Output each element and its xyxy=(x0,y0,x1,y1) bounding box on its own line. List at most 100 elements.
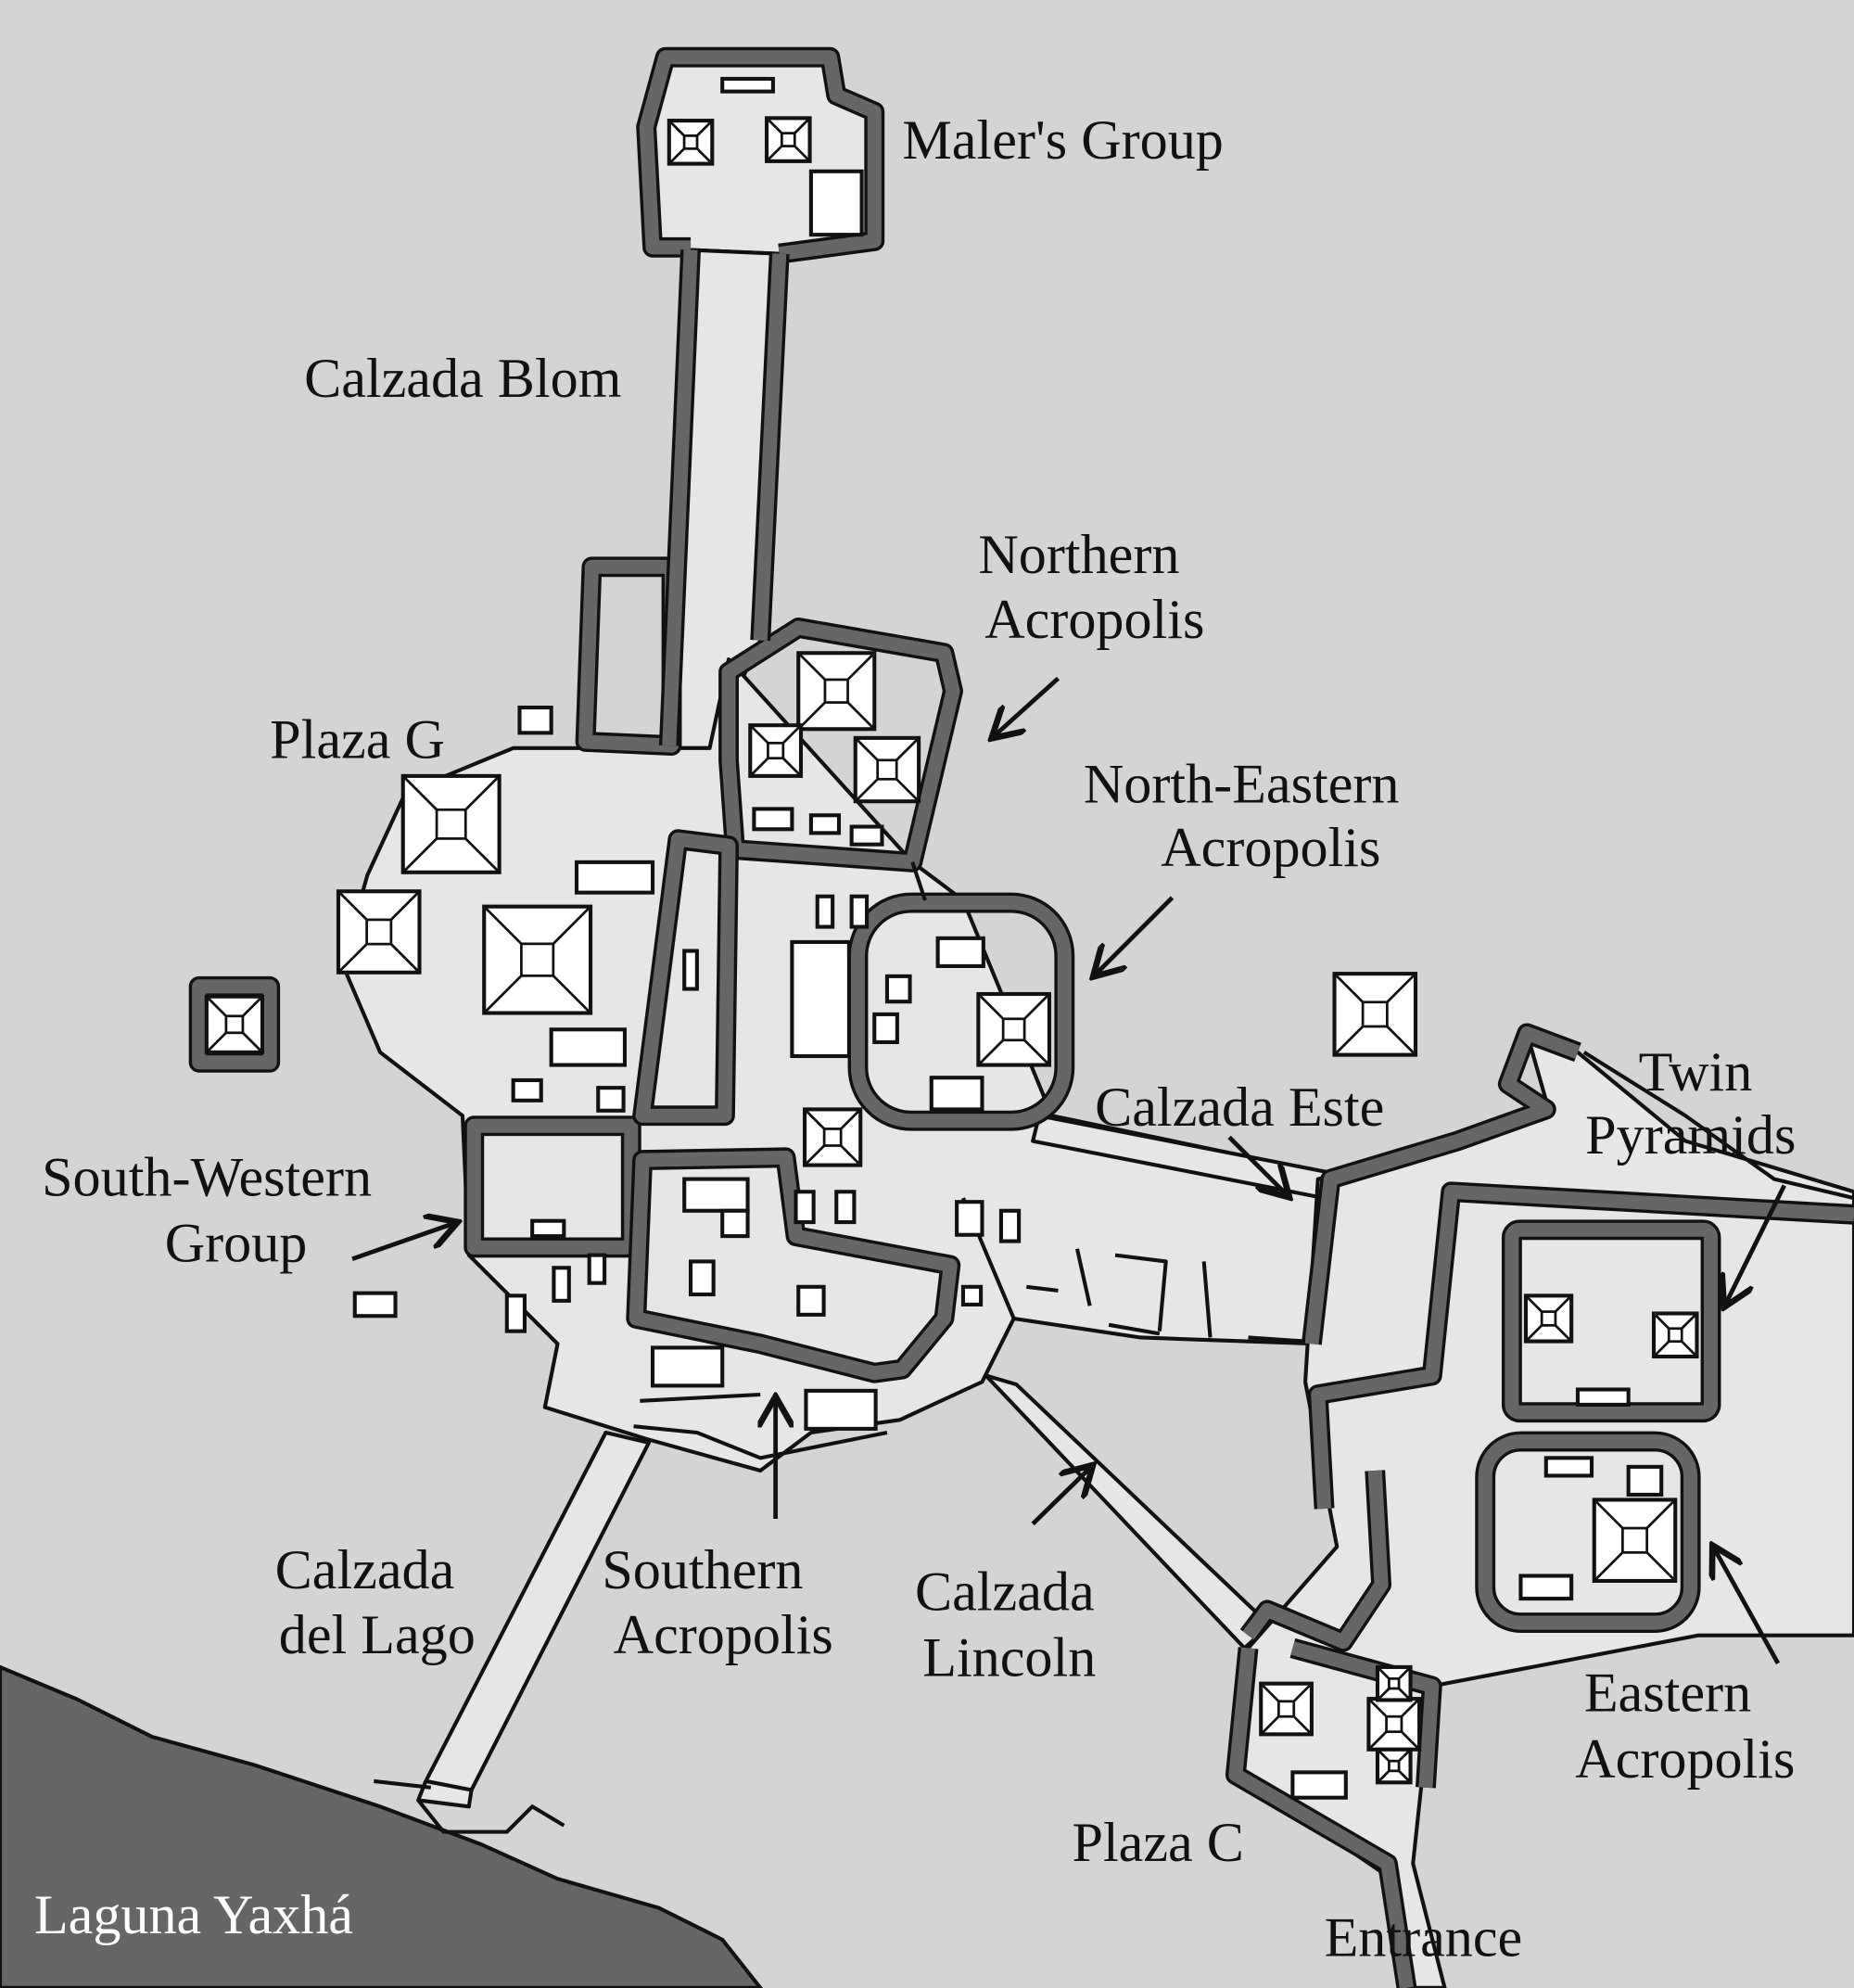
pyramid-icon xyxy=(1375,1664,1413,1702)
building-icon xyxy=(884,974,912,1004)
eastern-acropolis-enclosure xyxy=(1475,1431,1701,1633)
northern-acropolis-enclosure xyxy=(718,617,963,873)
label-southern-acropolis-2: Acropolis xyxy=(614,1604,833,1666)
malers-group-walls xyxy=(636,46,885,746)
label-calzada-lincoln-2: Lincoln xyxy=(922,1626,1096,1689)
label-eastern-acropolis-2: Acropolis xyxy=(1575,1728,1795,1790)
building-icon xyxy=(517,705,553,735)
building-icon xyxy=(808,813,842,835)
pyramid-icon xyxy=(400,773,502,874)
pyramid-icon xyxy=(1259,1681,1314,1737)
building-icon xyxy=(650,1345,725,1388)
building-icon xyxy=(549,1027,628,1067)
pyramid-icon xyxy=(765,116,812,163)
building-icon xyxy=(720,76,775,94)
building-icon xyxy=(872,1012,899,1044)
building-icon xyxy=(815,894,835,929)
pyramid-icon xyxy=(482,904,593,1015)
building-icon xyxy=(1290,1770,1348,1800)
arrows xyxy=(351,676,1786,1664)
label-north-eastern-acropolis-1: North-Eastern xyxy=(1084,754,1400,816)
building-icon xyxy=(530,1218,566,1239)
arrow-calzada-este xyxy=(1227,1135,1287,1194)
label-twin-pyramids-2: Pyramids xyxy=(1585,1104,1796,1166)
label-laguna-yaxha: Laguna Yaxhá xyxy=(34,1884,353,1946)
building-icon xyxy=(998,1208,1022,1243)
arrow-calzada-lincoln xyxy=(1031,1468,1090,1526)
central-long-building xyxy=(632,829,739,1127)
building-icon xyxy=(804,1388,878,1431)
label-calzada-este: Calzada Este xyxy=(1095,1077,1384,1139)
pyramid-icon xyxy=(1651,1311,1699,1359)
pyramid-icon xyxy=(1375,1747,1413,1785)
label-eastern-acropolis-1: Eastern xyxy=(1584,1663,1751,1725)
building-icon xyxy=(1575,1387,1631,1407)
label-south-western-group-2: Group xyxy=(165,1212,308,1274)
building-icon xyxy=(960,1284,984,1306)
structures xyxy=(204,76,1699,1800)
building-icon xyxy=(596,1086,626,1113)
arrow-twin-pyramids xyxy=(1726,1184,1786,1303)
lago-landing xyxy=(416,1778,474,1809)
building-icon xyxy=(808,169,864,237)
southern-acropolis-enclosure xyxy=(626,1147,961,1383)
twin-pyramids-enclosure xyxy=(1501,1219,1721,1423)
pyramid-icon xyxy=(204,994,265,1054)
pyramid-icon xyxy=(976,991,1051,1067)
label-calzada-del-lago-2: del Lago xyxy=(279,1604,476,1666)
label-southern-acropolis-1: Southern xyxy=(602,1539,803,1601)
pyramid-icon xyxy=(1592,1497,1678,1583)
pyramid-icon xyxy=(667,119,715,166)
building-icon xyxy=(504,1293,527,1333)
south-western-group-enclosure xyxy=(464,1115,641,1258)
label-plaza-c: Plaza C xyxy=(1073,1812,1244,1874)
building-icon xyxy=(587,1253,607,1285)
label-calzada-del-lago-1: Calzada xyxy=(275,1539,455,1601)
label-northern-acropolis-2: Acropolis xyxy=(984,589,1204,651)
pyramid-icon xyxy=(803,1107,863,1167)
pyramid-icon xyxy=(1523,1293,1574,1344)
label-south-western-group-1: South-Western xyxy=(42,1146,372,1208)
arrow-northern-acropolis xyxy=(995,676,1060,736)
building-icon xyxy=(720,1208,750,1239)
pyramid-icon xyxy=(336,889,422,975)
building-icon xyxy=(682,949,699,991)
building-icon xyxy=(834,1190,857,1225)
pyramid-icon xyxy=(853,735,921,804)
building-icon xyxy=(794,1190,816,1225)
arrow-north-eastern-acropolis xyxy=(1097,896,1175,974)
label-twin-pyramids-1: Twin xyxy=(1639,1041,1753,1103)
arrow-south-western-group xyxy=(351,1223,453,1261)
label-malers-group: Maler's Group xyxy=(902,109,1224,172)
building-icon xyxy=(1543,1456,1594,1478)
arrow-eastern-acropolis xyxy=(1715,1549,1781,1664)
building-icon xyxy=(511,1077,543,1102)
building-icon xyxy=(1626,1464,1664,1497)
label-plaza-g: Plaza G xyxy=(270,709,445,771)
building-icon xyxy=(752,807,794,832)
building-icon xyxy=(352,1291,398,1319)
building-icon xyxy=(1518,1574,1574,1601)
east-boundary-walls xyxy=(1225,1023,1854,1988)
building-icon xyxy=(796,1284,826,1317)
label-calzada-blom: Calzada Blom xyxy=(304,348,621,410)
building-icon xyxy=(935,936,985,968)
building-icon xyxy=(688,1259,716,1297)
label-calzada-lincoln-1: Calzada xyxy=(915,1561,1095,1623)
pyramid-icon xyxy=(1366,1697,1422,1752)
building-icon xyxy=(849,824,884,847)
building-icon xyxy=(955,1200,984,1237)
building-icon xyxy=(929,1076,984,1112)
pyramid-icon xyxy=(796,651,877,732)
label-north-eastern-acropolis-2: Acropolis xyxy=(1161,817,1380,879)
labels: Maler's Group Calzada Blom Northern Acro… xyxy=(34,109,1796,1969)
building-icon xyxy=(682,1177,750,1213)
building-icon xyxy=(790,939,851,1059)
pyramid-icon xyxy=(748,723,804,778)
building-icon xyxy=(552,1266,571,1303)
detached-pyramid-west xyxy=(188,975,281,1073)
label-northern-acropolis-1: Northern xyxy=(978,524,1179,586)
pyramid-icon xyxy=(1332,972,1418,1057)
label-entrance: Entrance xyxy=(1325,1907,1523,1969)
